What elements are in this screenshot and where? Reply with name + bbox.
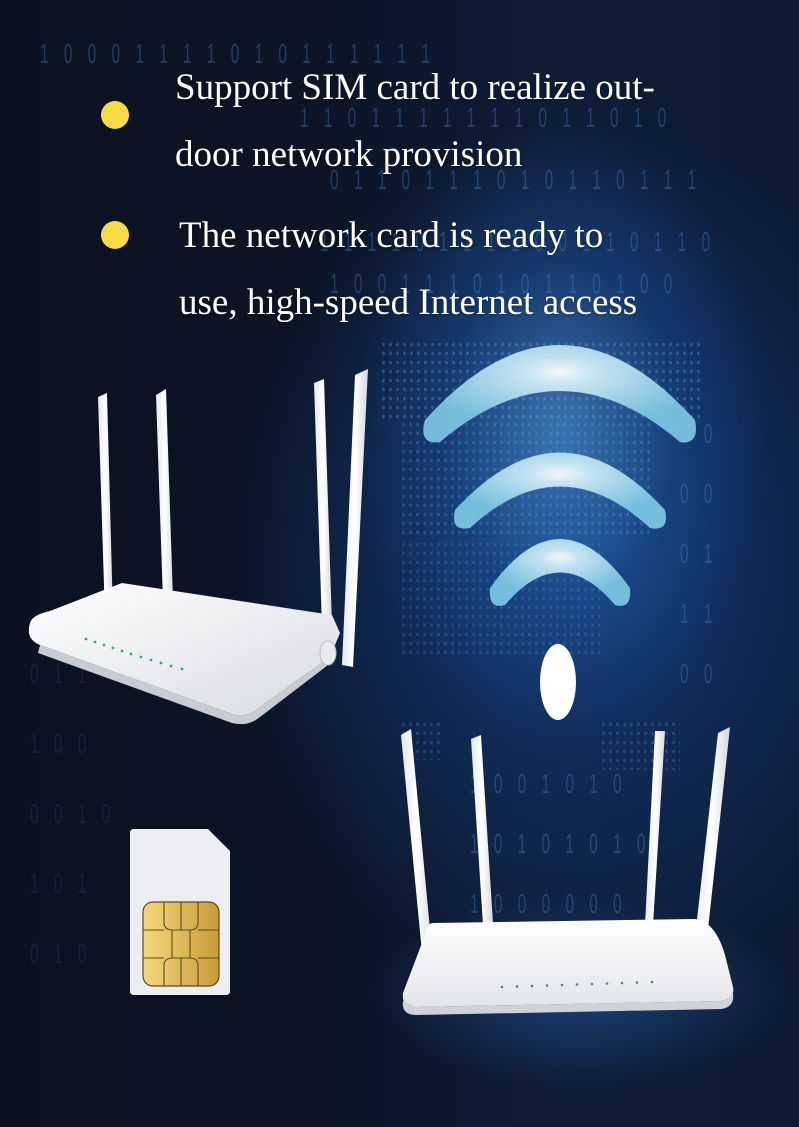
sim-card-image [130,829,230,995]
background-binary-row: 0 1 [680,538,718,569]
bullet-dot-icon [101,221,129,249]
background-binary-row: 1 0 0 [30,728,92,759]
feature-1-line-2: door network provision [175,134,523,175]
feature-2-line-1: The network card is ready to [179,215,604,256]
feature-1-line-1: Support SIM card to realize out- [175,67,655,108]
background-binary-row: 1 0 1 0 1 0 1 0 [470,828,651,859]
background-binary-row: 0 0 [680,658,718,689]
router-left-image [28,369,368,725]
background-binary-row: 0 1 0 [30,938,92,969]
background-binary-row: 1 1 0 1 1 1 1 1 1 1 0 1 1 0 1 0 [300,102,672,133]
background-binary-row: 1 0 0 0 0 0 0 [470,888,628,919]
background-binary-row: 1 0 0 1 1 1 0 1 0 1 1 0 1 0 0 [330,268,678,299]
bullet-dot-icon [101,101,129,129]
background-binary-row: 0 1 1 0 1 1 1 0 1 0 1 1 0 1 1 1 [330,164,702,195]
background-binary-row: 1 0 1 [30,868,92,899]
background-binary-row: 0 0 [680,478,718,509]
dot-matrix-map [600,720,680,770]
background-binary-row: 1 0 0 1 0 1 0 [470,768,628,799]
wifi-signal-icon [423,345,696,720]
router-right-image [401,727,734,1015]
feature-2-line-2: use, high-speed Internet access [179,282,638,323]
background-binary-row: 1 1 [680,598,718,629]
background-binary-row: 1 0 0 0 1 1 1 1 0 1 0 1 1 1 1 1 1 [40,38,436,69]
background-binary-row: 0 0 1 0 [30,798,116,829]
background-binary-row: 1 1 1 1 0 1 1 1 1 0 0 1 1 0 1 1 0 [320,226,716,257]
